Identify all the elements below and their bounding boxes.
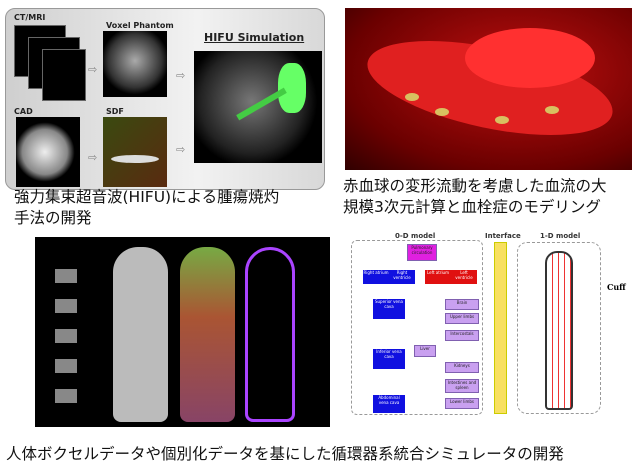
skeleton-model	[245, 247, 295, 422]
hifu-sim-label: HIFU Simulation	[204, 31, 305, 44]
interface-bar	[494, 242, 507, 414]
hifu-caption-1: 強力集束超音波(HIFU)による腫瘍焼灼	[14, 188, 280, 206]
left-atrium-box: Left atrium	[425, 270, 451, 284]
lower-limbs-box: Lower limbs	[445, 398, 479, 409]
arrow-icon: ⇨	[88, 63, 98, 76]
voxel-phantom-image	[103, 31, 167, 97]
hifu-panel: CT/MRI ⇨ Voxel Phantom CAD ⇨ SDF ⇨ ⇨ HIF…	[5, 8, 325, 190]
0d-model-label: 0-D model	[395, 232, 436, 240]
rbc-caption-1: 赤血球の変形流動を考慮した血流の大	[343, 177, 607, 195]
arrow-icon: ⇨	[176, 143, 186, 156]
hifu-caption-2: 手法の開発	[14, 209, 92, 227]
ct-slice-image	[42, 49, 86, 101]
voxel-human-image	[35, 237, 330, 427]
ct-mri-label: CT/MRI	[14, 13, 46, 22]
organ-body-model	[180, 247, 235, 422]
voxel-label: Voxel Phantom	[106, 21, 174, 30]
pulmonary-box: Pulmonary circulation	[407, 244, 437, 261]
arrow-icon: ⇨	[88, 151, 98, 164]
gray-body-model	[113, 247, 168, 422]
1d-model-label: 1-D model	[540, 232, 581, 240]
arrow-icon: ⇨	[176, 69, 186, 82]
bottom-caption: 人体ボクセルデータや個別化データを基にした循環器系統合シミュレータの開発	[6, 445, 564, 463]
sdf-image	[103, 117, 167, 187]
sdf-label: SDF	[106, 107, 124, 116]
cuff-label: Cuff	[607, 282, 626, 292]
liver-box: Liver	[414, 345, 436, 357]
circulation-model-diagram: 0-D model Interface 1-D model Pulmonary …	[345, 232, 637, 440]
rbc-caption-2: 規模3次元計算と血栓症のモデリング	[343, 198, 601, 216]
left-ventricle-box: Left ventricle	[451, 270, 477, 284]
upper-limbs-box: Upper limbs	[445, 313, 479, 324]
brain-box: Brain	[445, 299, 479, 310]
cad-label: CAD	[14, 107, 33, 116]
right-ventricle-box: Right ventricle	[389, 270, 415, 284]
interface-label: Interface	[485, 232, 521, 240]
superior-vena-cava-box: Superior vena cava	[373, 299, 405, 319]
hifu-simulation-image	[194, 51, 322, 163]
abdominal-vena-cava-box: Abdominal vena cava	[373, 395, 405, 413]
cad-transducer-image	[16, 117, 80, 187]
intercostals-box: Intercostals	[445, 330, 479, 341]
right-atrium-box: Right atrium	[363, 270, 389, 284]
1d-model-frame	[517, 242, 601, 414]
inferior-vena-cava-box: Inferior vena cava	[373, 349, 405, 369]
ct-slices-column	[55, 257, 77, 407]
intestines-box: Intestines and spleen	[445, 379, 479, 393]
kidneys-box: Kidneys	[445, 362, 479, 373]
rbc-flow-image	[345, 8, 632, 170]
body-outline	[545, 251, 573, 410]
